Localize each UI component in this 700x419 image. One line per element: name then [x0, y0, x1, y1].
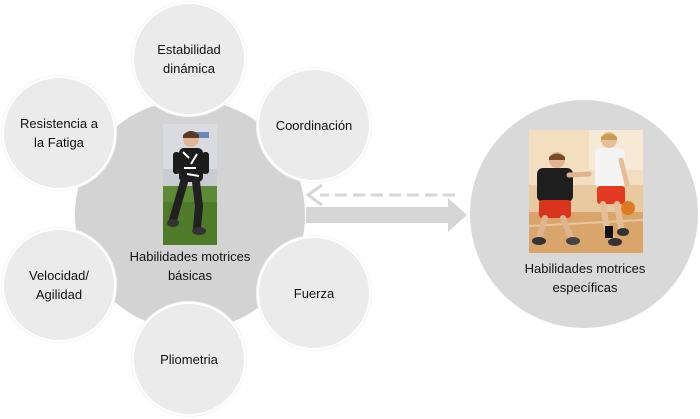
arrow-right-icon: [306, 198, 467, 232]
children-basketball-photo: [529, 130, 643, 253]
target-label: Habilidades motrices específicas: [525, 259, 646, 297]
children-basketball-icon: [529, 130, 643, 253]
target-label-box: Habilidades motrices específicas: [500, 258, 670, 298]
dashed-arrow-left-icon: [308, 185, 455, 205]
